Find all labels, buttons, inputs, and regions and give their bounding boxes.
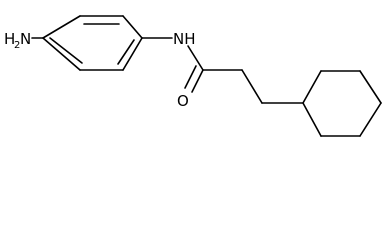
carbonyl-bond-2: [184, 65, 197, 89]
chain-bond-2: [241, 69, 263, 104]
ring-bond-6: [42, 37, 81, 71]
amine-h-label: H: [4, 30, 15, 48]
amine-n-label: N: [20, 30, 31, 48]
cyclohexane-bond-4: [359, 102, 382, 137]
cyclohexane-bond-6: [302, 102, 322, 137]
ring-double-bond-2: [117, 39, 135, 65]
cyclohexane-bond-1: [302, 70, 322, 104]
cyclohexane-ring: [302, 70, 382, 137]
ring-bond-1: [42, 15, 81, 39]
cyclohexane-bond-3: [359, 70, 382, 104]
ring-double-bond-3: [49, 37, 83, 64]
amide-nh-label: NH: [173, 30, 196, 48]
ring-bond-4: [122, 37, 143, 71]
ring-bond-3: [122, 15, 143, 39]
benzene-ring: [42, 15, 143, 71]
carbonyl-bond-1: [191, 69, 204, 93]
chemical-structure-diagram: H 2 N NH O: [4, 15, 382, 137]
carbonyl-oxygen-label: O: [177, 92, 189, 110]
nh-to-carbonyl-bond: [187, 45, 204, 71]
amine-subscript-label: 2: [14, 40, 20, 51]
